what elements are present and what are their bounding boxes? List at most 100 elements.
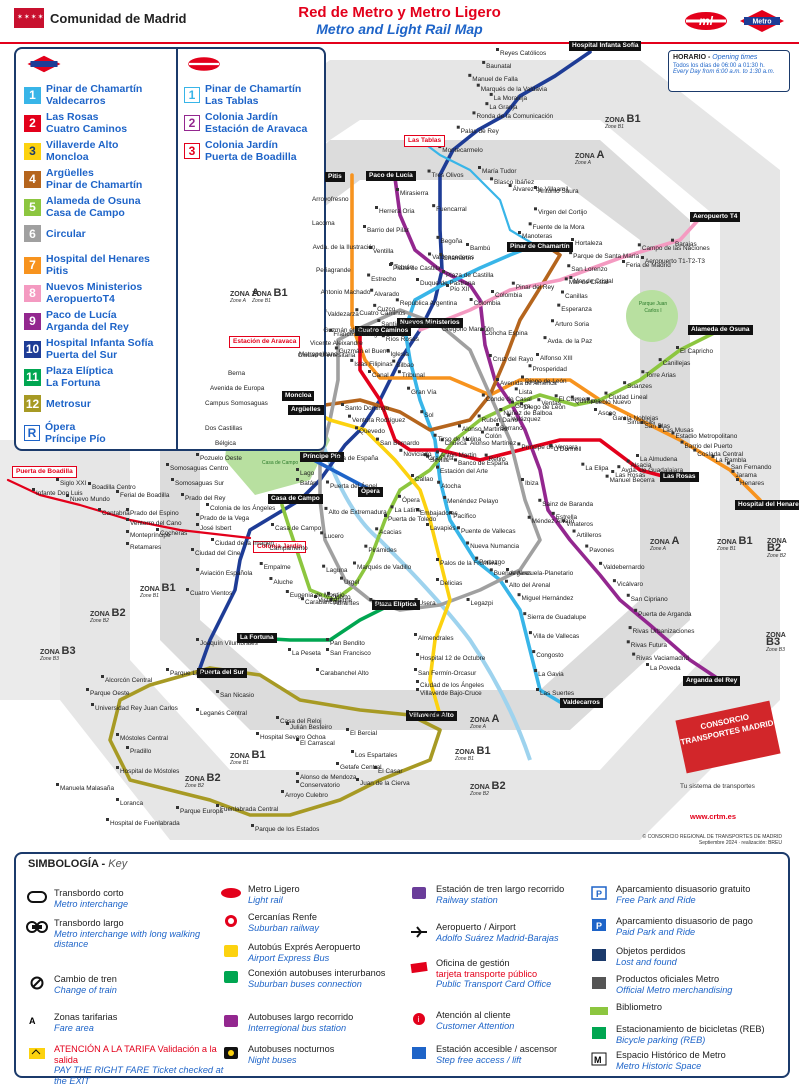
station-label[interactable]: Gran Vía bbox=[428, 455, 454, 463]
terminal-principe-pio[interactable]: Príncipe Pío bbox=[300, 452, 344, 462]
terminal-las-rosas[interactable]: Las Rosas bbox=[660, 472, 699, 482]
station-label[interactable]: Laguna bbox=[326, 566, 348, 574]
station-label[interactable]: José Isbert bbox=[200, 525, 232, 532]
station-label[interactable]: Alto del Arenal bbox=[508, 581, 551, 589]
station-label[interactable]: Alsacia bbox=[630, 461, 652, 469]
station-label[interactable]: Getafe Central bbox=[340, 764, 382, 771]
station-label[interactable]: Palas de Rey bbox=[460, 127, 499, 135]
station-label[interactable]: Campo de las Naciones bbox=[641, 245, 710, 253]
station-label[interactable]: Puerta de Arganda bbox=[638, 610, 692, 618]
station-label[interactable]: Buenos Aires bbox=[493, 570, 532, 578]
station-label[interactable]: Cocheras bbox=[160, 530, 188, 537]
station-label[interactable]: Ciudad Lineal bbox=[608, 393, 648, 401]
station-label[interactable]: García Noblejas bbox=[612, 414, 659, 422]
station-label[interactable]: Antón Martín bbox=[440, 452, 477, 460]
station-label[interactable]: Portazgo bbox=[479, 558, 505, 566]
terminal-pinar-de-chamartin[interactable]: Pinar de Chamartín bbox=[507, 242, 573, 252]
station-label[interactable]: Parque Oeste bbox=[90, 690, 130, 697]
station-label[interactable]: Almendrales bbox=[418, 635, 454, 642]
station-label[interactable]: Cuatro Vientos bbox=[190, 590, 233, 597]
station-label[interactable]: Móstoles Central bbox=[120, 735, 168, 742]
station-label[interactable]: Marqués de Vadillo bbox=[357, 563, 412, 571]
station-label[interactable]: Metropolitano bbox=[298, 351, 338, 359]
station-label[interactable]: Puerta de Toledo bbox=[388, 516, 437, 523]
station-label[interactable]: Pozuelo Oeste bbox=[200, 455, 242, 462]
station-label[interactable]: El Carmen bbox=[558, 396, 589, 404]
terminal-estacion-de-aravaca[interactable]: Estación de Aravaca bbox=[229, 336, 301, 348]
station-label[interactable]: Campus Somosaguas bbox=[205, 400, 268, 407]
station-label[interactable]: El Bercial bbox=[350, 730, 377, 737]
station-label[interactable]: Artilleros bbox=[576, 531, 602, 539]
station-label[interactable]: Valdebernardo bbox=[603, 563, 645, 571]
station-label[interactable]: Somosaguas Centro bbox=[170, 465, 229, 472]
station-label[interactable]: Vicente Aleixandre bbox=[310, 340, 363, 347]
station-label[interactable]: Ciudad Universitaria bbox=[297, 352, 356, 360]
station-label[interactable]: María Tudor bbox=[482, 168, 517, 175]
station-label[interactable]: Rivas Vaciamadrid bbox=[636, 654, 689, 662]
station-label[interactable]: Arganzuela-Planetario bbox=[510, 570, 574, 577]
station-label[interactable]: San Cristóbal bbox=[410, 712, 449, 719]
station-label[interactable]: Herrera Oria bbox=[379, 208, 415, 215]
station-label[interactable]: Carabanchel bbox=[305, 599, 342, 607]
station-label[interactable]: Rivas Futura bbox=[630, 642, 667, 650]
station-label[interactable]: Sol bbox=[424, 412, 434, 420]
station-label[interactable]: Hospital de Fuenlabrada bbox=[110, 820, 180, 827]
station-label[interactable]: El Capricho bbox=[680, 348, 714, 355]
terminal-la-fortuna[interactable]: La Fortuna bbox=[237, 633, 277, 643]
station-label[interactable]: Príncipe de Vergara bbox=[521, 444, 578, 452]
terminal-pitis[interactable]: Pitis bbox=[325, 172, 345, 182]
station-label[interactable]: Lavapiés bbox=[430, 525, 456, 532]
station-label[interactable]: Hospital de Móstoles bbox=[120, 768, 180, 775]
station-label[interactable]: Chamartín bbox=[443, 254, 474, 262]
station-label[interactable]: Rubén Darío bbox=[481, 416, 518, 424]
station-label[interactable]: Colombia bbox=[473, 300, 501, 307]
station-label[interactable]: Montepríncipe bbox=[130, 532, 171, 539]
station-label[interactable]: Duque de Pastrana bbox=[420, 280, 476, 287]
terminal-aeropuerto-t4[interactable]: Aeropuerto T4 bbox=[690, 212, 741, 222]
station-label[interactable]: Congosto bbox=[536, 652, 564, 660]
station-label[interactable]: Pinar del Rey bbox=[515, 283, 555, 291]
station-label[interactable]: Islas Filipinas bbox=[354, 360, 393, 368]
station-label[interactable]: Antonio Saura bbox=[538, 188, 579, 195]
station-label[interactable]: Velázquez bbox=[511, 415, 541, 423]
station-label[interactable]: Banco de España bbox=[458, 460, 509, 468]
station-label[interactable]: Boadilla Centro bbox=[92, 484, 136, 491]
station-label[interactable]: Villa de Vallecas bbox=[532, 633, 580, 641]
station-label[interactable]: Somosaguas Sur bbox=[175, 480, 225, 487]
station-label[interactable]: Blasco Ibáñez bbox=[494, 179, 535, 187]
station-label[interactable]: Los Espartales bbox=[355, 752, 398, 759]
station-label[interactable]: Fuente de la Mora bbox=[532, 224, 585, 232]
station-label[interactable]: Avda. de Guadalajara bbox=[621, 467, 684, 475]
station-label[interactable]: Jarama bbox=[735, 471, 757, 479]
station-label[interactable]: Gran Vía bbox=[411, 388, 437, 396]
station-label[interactable]: Lacoma bbox=[312, 220, 335, 228]
terminal-cuatro-caminos[interactable]: Cuatro Caminos bbox=[355, 326, 412, 336]
station-label[interactable]: Leganés Central bbox=[200, 710, 247, 717]
station-label[interactable]: Prado del Rey bbox=[185, 495, 226, 502]
station-label[interactable]: Barrio del Pilar bbox=[367, 227, 409, 234]
station-label[interactable]: Fuencarral bbox=[436, 206, 467, 214]
station-label[interactable]: Campamento bbox=[269, 544, 308, 552]
station-label[interactable]: Parque de Santa María bbox=[573, 253, 640, 261]
station-label[interactable]: Acacias bbox=[379, 529, 402, 537]
station-label[interactable]: Retamares bbox=[130, 544, 162, 551]
station-label[interactable]: Mar de Cristal bbox=[568, 279, 609, 287]
station-label[interactable]: Bélgica bbox=[215, 440, 236, 447]
station-label[interactable]: Valdezarza bbox=[327, 311, 359, 319]
station-label[interactable]: Estrecho bbox=[371, 275, 397, 283]
station-label[interactable]: Avda. de la Paz bbox=[547, 338, 593, 346]
station-label[interactable]: San Bernardo bbox=[380, 439, 420, 447]
station-label[interactable]: La Poveda bbox=[650, 665, 681, 672]
station-label[interactable]: Colombia bbox=[495, 292, 522, 299]
station-label[interactable]: Canillejas bbox=[662, 360, 691, 368]
terminal-puerta-del-sur[interactable]: Puerta del Sur bbox=[197, 668, 248, 678]
station-label[interactable]: Pirámides bbox=[368, 546, 397, 554]
station-label[interactable]: Ascao bbox=[598, 410, 616, 417]
station-label[interactable]: Abrantes bbox=[333, 600, 360, 607]
terminal-moncloa[interactable]: Moncloa bbox=[282, 391, 315, 401]
